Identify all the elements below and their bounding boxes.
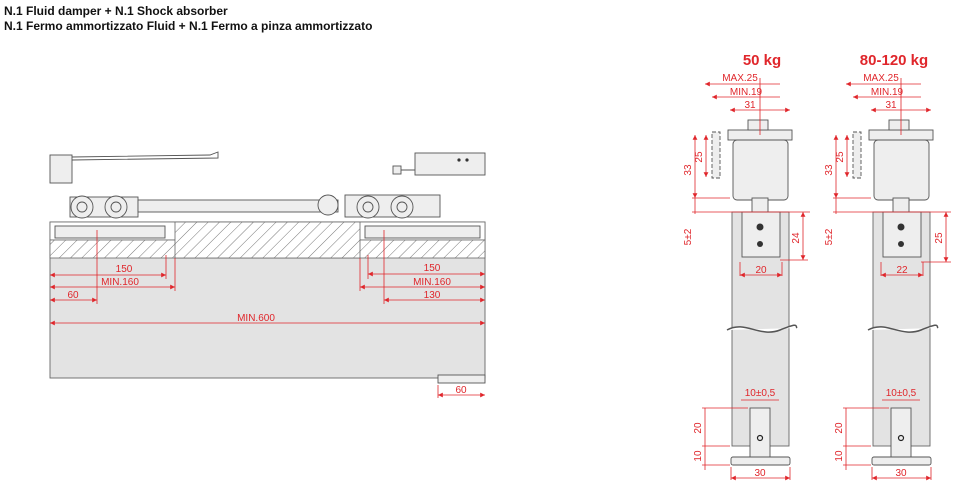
dim-guide-10: 10 [693,450,704,462]
dim-33: 33 [683,164,694,176]
dim-right-min160: MIN.160 [413,277,451,288]
dim-min600: MIN.600 [237,313,275,324]
dim-clamp-height: 24 [791,232,802,244]
dim-right-130: 130 [424,290,441,301]
dim-min19: MIN.19 [871,87,904,98]
dim-left-min160: MIN.160 [101,277,139,288]
dim-guide-slot: 10±0,5 [886,388,917,399]
front-dimensions: 150 MIN.160 60 150 MIN.160 130 MIN.600 6… [50,230,485,398]
dim-33: 33 [824,164,835,176]
dim-guide-20: 20 [693,422,704,434]
dim-gap: 5±2 [683,228,694,245]
floor-guide [437,374,486,384]
title-english: N.1 Fluid damper + N.1 Shock absorber [4,4,228,18]
section-50kg: 50 kg MAX.25 MIN.19 31 33 25 5±2 24 20 [683,52,810,481]
dim-gap: 5±2 [824,228,835,245]
dim-max25: MAX.25 [722,73,758,84]
weight-label: 80-120 kg [860,52,928,69]
dim-25: 25 [835,151,846,163]
dim-clamp-height: 25 [934,232,945,244]
left-trolley [69,194,339,219]
dim-31: 31 [885,100,897,111]
shock-absorber-part [392,152,486,176]
dim-max25: MAX.25 [863,73,899,84]
dim-guide-20: 20 [834,422,845,434]
dim-foot-60: 60 [455,385,467,396]
dim-left-150: 150 [116,264,133,275]
dim-left-60: 60 [67,290,79,301]
dim-right-150: 150 [424,263,441,274]
dim-31: 31 [744,100,756,111]
weight-label: 50 kg [743,52,781,69]
fluid-damper-part [49,151,219,184]
dim-clamp-width: 22 [896,265,908,276]
dim-guide-30: 30 [754,468,766,479]
dim-guide-30: 30 [895,468,907,479]
front-view: 150 MIN.160 60 150 MIN.160 130 MIN.600 6… [49,151,486,398]
dim-clamp-width: 20 [755,265,767,276]
dim-min19: MIN.19 [730,87,763,98]
title-italian: N.1 Fermo ammortizzato Fluid + N.1 Fermo… [4,19,373,33]
dim-guide-slot: 10±0,5 [745,388,776,399]
dim-25: 25 [694,151,705,163]
right-trolley [344,194,441,219]
dim-guide-10: 10 [834,450,845,462]
section-80-120kg: 80-120 kg MAX.25 MIN.19 31 33 25 5±2 25 … [824,52,951,481]
